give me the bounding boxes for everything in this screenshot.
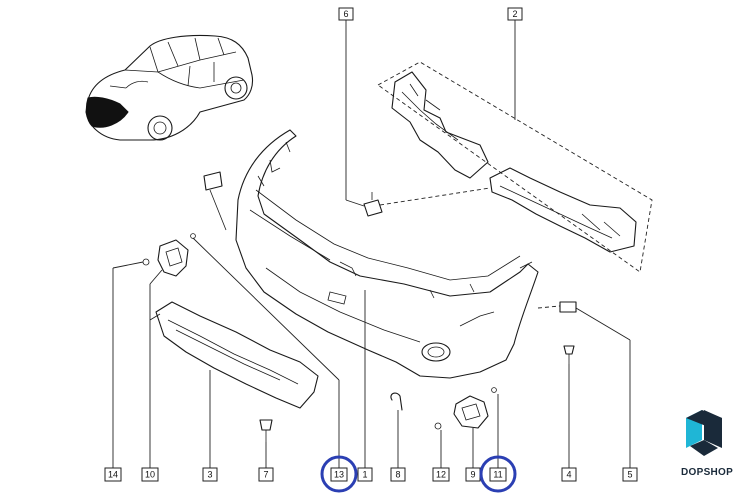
retainer-bracket — [203, 171, 227, 231]
screw-part-4 — [563, 345, 575, 364]
dopshop-logo-icon — [686, 410, 722, 456]
dopshop-logo-text: DOPSHOP — [681, 467, 733, 478]
callout-13: 13 — [330, 467, 348, 482]
leader-lines — [112, 20, 631, 468]
highlight-ring-11 — [479, 455, 517, 493]
svg-text:7: 7 — [263, 470, 268, 480]
callout-5: 5 — [622, 467, 638, 482]
callout-1: 1 — [357, 467, 373, 482]
svg-text:9: 9 — [470, 470, 475, 480]
callout-12: 12 — [432, 467, 450, 482]
callout-10: 10 — [141, 467, 159, 482]
svg-text:14: 14 — [108, 470, 118, 480]
svg-text:11: 11 — [493, 470, 502, 480]
rivet-part-7 — [259, 419, 273, 442]
car-illustration — [85, 34, 254, 141]
energy-absorber-group — [377, 61, 653, 273]
hook-part-8 — [390, 392, 403, 411]
callout-14: 14 — [104, 467, 122, 482]
bracket-part-10 — [142, 233, 196, 277]
svg-text:12: 12 — [436, 470, 446, 480]
svg-text:4: 4 — [566, 470, 571, 480]
callout-8: 8 — [390, 467, 406, 482]
lower-deflector-part-3 — [149, 301, 319, 409]
bumper-skin — [235, 129, 539, 379]
dopshop-logo: DOPSHOP — [681, 410, 733, 478]
svg-text:6: 6 — [343, 9, 348, 19]
callout-3: 3 — [202, 467, 218, 482]
svg-text:13: 13 — [334, 470, 344, 480]
clip-part-5 — [559, 301, 577, 313]
svg-text:1: 1 — [362, 470, 367, 480]
highlight-ring-13 — [320, 455, 358, 493]
svg-text:8: 8 — [395, 470, 400, 480]
svg-text:5: 5 — [627, 470, 632, 480]
bracket-part-9 — [434, 387, 497, 430]
callout-9: 9 — [465, 467, 481, 482]
callout-2: 2 — [507, 7, 523, 21]
callout-11: 11 — [489, 467, 507, 482]
svg-text:3: 3 — [207, 470, 212, 480]
svg-text:2: 2 — [512, 9, 517, 19]
callout-7: 7 — [258, 467, 274, 482]
clip-part-6 — [363, 192, 383, 217]
callout-6: 6 — [338, 7, 354, 21]
svg-text:10: 10 — [145, 470, 155, 480]
callout-4: 4 — [561, 467, 577, 482]
